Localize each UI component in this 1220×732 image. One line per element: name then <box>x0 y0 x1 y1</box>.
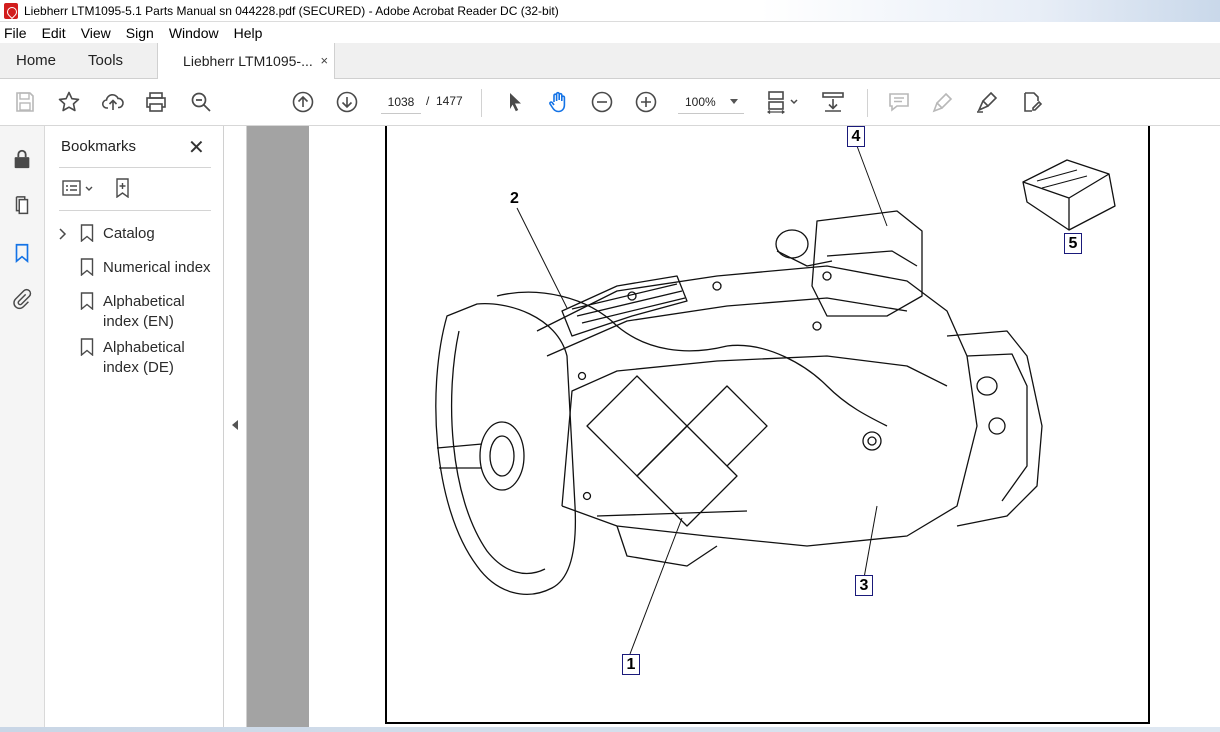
bookmark-options-button[interactable] <box>62 178 96 198</box>
main-toolbar <box>0 79 1220 126</box>
tab-tools[interactable]: Tools <box>88 52 124 69</box>
panel-divider <box>59 167 211 168</box>
bookmark-label: Alphabetical index (EN) <box>103 293 185 330</box>
page-display-icon[interactable] <box>764 89 804 115</box>
new-bookmark-icon <box>116 178 129 198</box>
comment-icon[interactable] <box>886 89 912 115</box>
tab-document-label: Liebherr LTM1095-... <box>183 53 313 69</box>
edit-document-icon[interactable] <box>1018 89 1044 115</box>
window-title: Liebherr LTM1095-5.1 Parts Manual sn 044… <box>24 3 559 18</box>
bookmark-label: Catalog <box>103 225 155 242</box>
next-page-icon[interactable] <box>334 89 360 115</box>
taskbar-edge <box>0 727 1220 732</box>
panel-splitter[interactable] <box>224 126 247 732</box>
bookmark-icon <box>80 258 94 276</box>
bookmark-icon <box>80 292 94 310</box>
options-list-icon <box>62 180 93 196</box>
bookmark-icon <box>80 338 94 356</box>
hand-tool-icon[interactable] <box>545 89 571 115</box>
total-pages: 1477 <box>436 94 463 108</box>
current-page-input[interactable]: 1038 <box>381 90 421 114</box>
title-bar-gradient <box>760 0 1220 22</box>
zoom-out-icon[interactable] <box>589 89 615 115</box>
highlight-pen-icon[interactable] <box>930 89 956 115</box>
sign-pen-icon[interactable] <box>974 89 1000 115</box>
close-icon[interactable]: ✕ <box>188 137 205 159</box>
zoom-level-select[interactable]: 100% <box>678 90 744 114</box>
page-thumbnails-icon[interactable] <box>9 193 35 219</box>
chevron-right-icon[interactable] <box>58 228 68 240</box>
callout-3: 3 <box>855 575 873 596</box>
callout-2: 2 <box>510 190 519 207</box>
tab-bar: Home Tools Liebherr LTM1095-... × <box>0 43 1220 79</box>
print-icon[interactable] <box>143 89 169 115</box>
bookmarks-panel-icon[interactable] <box>9 240 35 266</box>
bookmarks-panel: Bookmarks ✕ Catalog Numerical index Alph… <box>46 126 224 732</box>
bookmark-label: Alphabetical index (DE) <box>103 339 185 376</box>
tab-home[interactable]: Home <box>16 52 57 69</box>
zoom-in-icon[interactable] <box>633 89 659 115</box>
navigation-rail <box>0 126 45 732</box>
find-zoom-icon[interactable] <box>188 89 214 115</box>
toolbar-divider <box>867 89 868 117</box>
menu-edit[interactable]: Edit <box>41 24 66 41</box>
drawing-frame <box>385 126 1150 724</box>
zoom-level-value: 100% <box>685 94 716 109</box>
title-bar: Liebherr LTM1095-5.1 Parts Manual sn 044… <box>0 0 1220 22</box>
panel-divider <box>59 210 211 211</box>
bookmark-star-icon[interactable] <box>56 89 82 115</box>
tab-close-icon[interactable]: × <box>320 53 329 68</box>
upload-cloud-icon[interactable] <box>100 89 126 115</box>
acrobat-app-icon <box>4 2 18 19</box>
bookmarks-panel-title: Bookmarks <box>61 138 137 155</box>
menu-file[interactable]: File <box>4 24 27 41</box>
bookmark-icon <box>80 224 94 242</box>
security-lock-icon[interactable] <box>9 146 35 172</box>
page-separator: / <box>426 94 430 108</box>
save-icon[interactable] <box>12 89 38 115</box>
callout-1: 1 <box>622 654 640 675</box>
chevron-down-icon <box>730 99 738 104</box>
menu-help[interactable]: Help <box>233 24 263 41</box>
callout-4: 4 <box>847 126 865 147</box>
bookmark-label: Numerical index <box>103 259 211 276</box>
new-bookmark-button[interactable] <box>114 178 134 198</box>
menu-view[interactable]: View <box>80 24 111 41</box>
viewport-margin <box>247 126 309 732</box>
previous-page-icon[interactable] <box>290 89 316 115</box>
menu-bar: File Edit View Sign Window Help <box>0 22 1220 43</box>
select-cursor-icon[interactable] <box>502 89 528 115</box>
menu-window[interactable]: Window <box>168 24 219 41</box>
scrolling-mode-icon[interactable] <box>820 89 846 115</box>
attachments-paperclip-icon[interactable] <box>9 286 35 312</box>
callout-5: 5 <box>1064 233 1082 254</box>
collapse-panel-icon[interactable] <box>232 420 238 430</box>
toolbar-divider <box>481 89 482 117</box>
menu-sign[interactable]: Sign <box>125 24 154 41</box>
tab-document[interactable]: Liebherr LTM1095-... × <box>157 43 336 79</box>
gearbox-technical-drawing <box>435 145 1116 655</box>
